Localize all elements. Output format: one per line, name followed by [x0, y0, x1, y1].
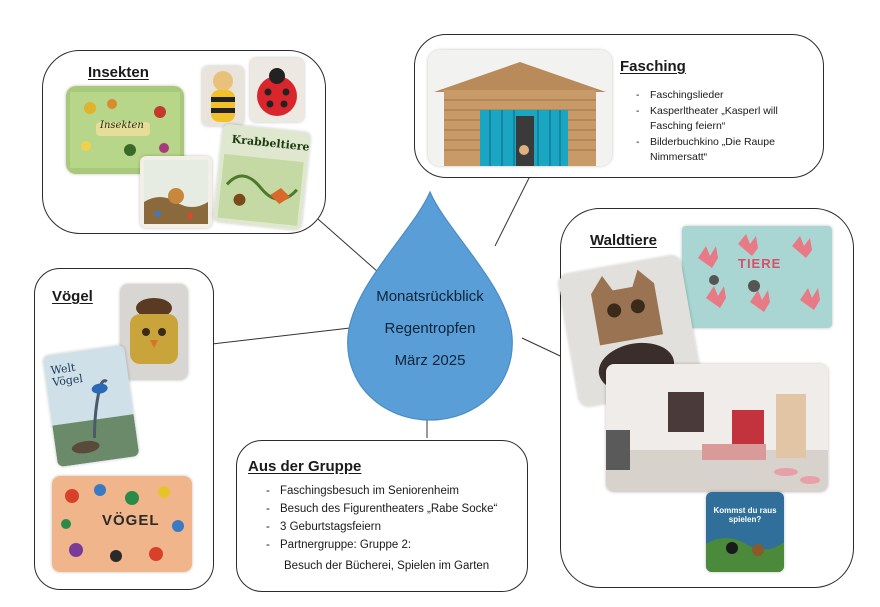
ladybug-puppet-photo — [250, 58, 304, 122]
insekten-poster-label: Insekten — [100, 120, 144, 131]
gruppenraum-photo — [606, 364, 828, 492]
gruppe-item-3: 3 Geburtstagsfeiern — [266, 518, 522, 536]
voegel-poster-photo: VÖGEL — [52, 476, 192, 572]
connector-insekten — [309, 211, 379, 273]
gruppe-heading: Aus der Gruppe — [248, 458, 362, 475]
connector-fasching — [494, 175, 531, 247]
raindrop: Monatsrückblick Regentropfen März 2025 — [342, 190, 518, 422]
insekten-heading: Insekten — [88, 64, 149, 81]
voegel-poster-label: VÖGEL — [102, 512, 160, 529]
insekten-poster-photo: Insekten — [66, 86, 184, 174]
insekten-book-photo-1 — [140, 156, 212, 228]
kommst-du-raus-spielen-title: Kommst du raus spielen? — [713, 506, 777, 524]
gruppe-item-4: Partnergruppe: Gruppe 2: — [266, 536, 522, 554]
fasching-list: Faschingslieder Kasperltheater „Kasperl … — [636, 88, 812, 166]
gruppe-extra-line: Besuch der Bücherei, Spielen im Garten — [284, 560, 490, 572]
gruppe-item-2: Besuch des Figurentheaters „Rabe Socke“ — [266, 500, 522, 518]
bird-puppet-photo — [120, 284, 188, 380]
kommst-du-raus-spielen-book-photo: Kommst du raus spielen? — [706, 492, 784, 572]
waldtiere-heading: Waldtiere — [590, 232, 657, 249]
kasperltheater-photo — [428, 50, 612, 166]
voegel-heading: Vögel — [52, 288, 93, 305]
waldtiere-poster-label: TIERE — [738, 256, 782, 271]
fasching-item-3: Bilderbuchkino „Die Raupe Nimmersatt“ — [636, 135, 812, 166]
welt-voegel-book-title: Welt Vögel — [50, 361, 84, 389]
center-date: März 2025 — [394, 352, 466, 369]
krabbeltiere-book-photo: Krabbeltiere — [213, 123, 311, 231]
center-title: Monatsrückblick — [376, 288, 484, 305]
fasching-item-2: Kasperltheater „Kasperl will Fasching fe… — [636, 104, 812, 135]
gruppe-list: Faschingsbesuch im Seniorenheim Besuch d… — [266, 482, 522, 554]
connector-voegel — [211, 327, 351, 345]
waldtiere-poster-photo: TIERE — [682, 226, 832, 328]
raindrop-shape — [347, 190, 513, 421]
fasching-item-1: Faschingslieder — [636, 88, 812, 104]
center-group: Regentropfen — [384, 320, 476, 337]
fasching-heading: Fasching — [620, 58, 686, 75]
welt-voegel-book-photo: Welt Vögel — [42, 344, 140, 468]
bee-puppet-photo — [202, 66, 244, 126]
gruppe-item-1: Faschingsbesuch im Seniorenheim — [266, 482, 522, 500]
